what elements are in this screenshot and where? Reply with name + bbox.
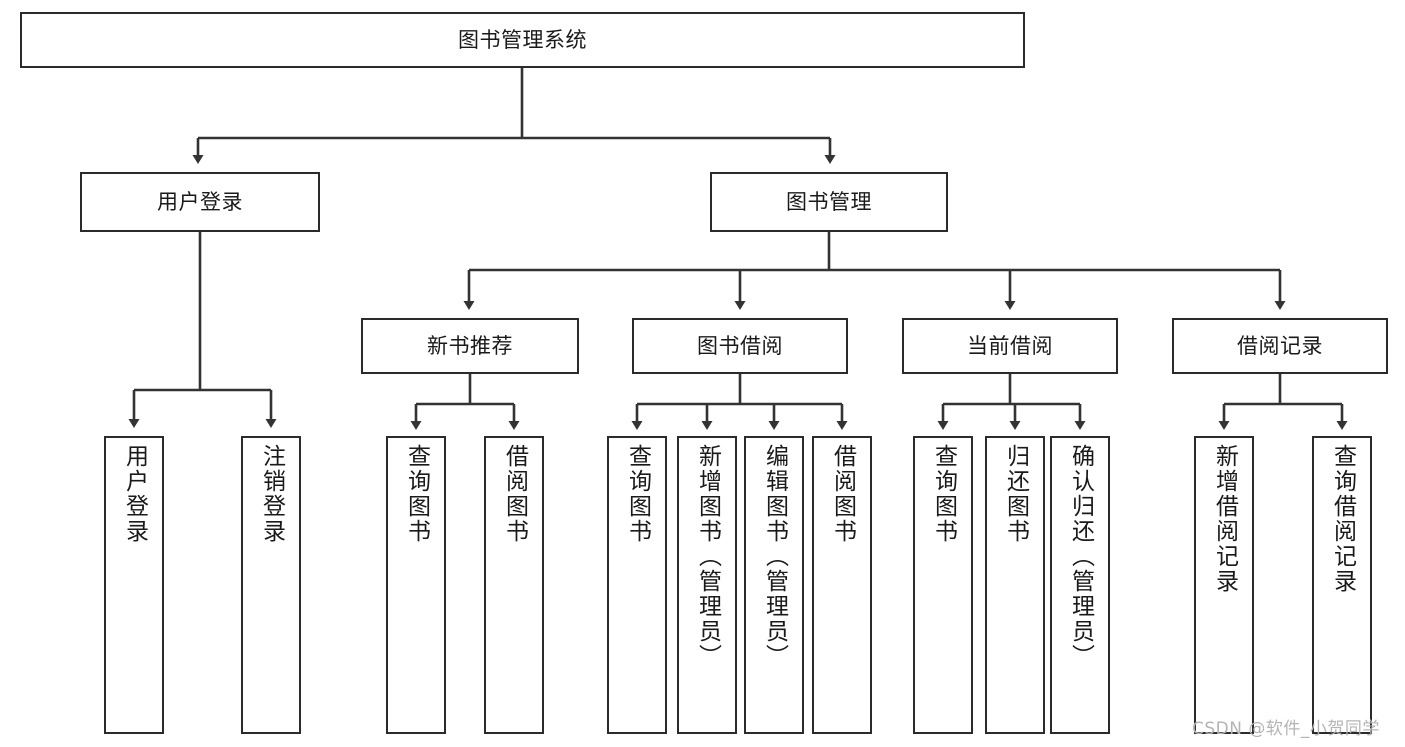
node-borrow-record-label: 借阅记录	[1237, 333, 1323, 358]
node-leaf-logout-login[interactable]: 注销登录	[241, 436, 301, 734]
node-leaf-add-book-label: 新增图书（管理员）	[694, 444, 721, 669]
node-book-manage[interactable]: 图书管理	[710, 172, 948, 232]
node-leaf-logout-login-label: 注销登录	[258, 444, 285, 544]
node-leaf-query-book-3[interactable]: 查询图书	[913, 436, 973, 734]
node-leaf-query-borrow-record[interactable]: 查询借阅记录	[1312, 436, 1372, 734]
node-leaf-confirm-return[interactable]: 确认归还（管理员）	[1050, 436, 1110, 734]
node-book-borrow-label: 图书借阅	[697, 333, 783, 358]
node-leaf-edit-book[interactable]: 编辑图书（管理员）	[744, 436, 804, 734]
connector-book-manage-to-level3	[463, 232, 1286, 310]
node-leaf-return-book-label: 归还图书	[1002, 444, 1029, 544]
node-leaf-query-book-3-label: 查询图书	[930, 444, 957, 544]
csdn-watermark: CSDN @软件_小贺同学	[1192, 719, 1380, 739]
connector-root-to-level2	[192, 68, 836, 164]
node-leaf-borrow-book-2[interactable]: 借阅图书	[812, 436, 872, 734]
node-root[interactable]: 图书管理系统	[20, 12, 1025, 68]
node-leaf-borrow-book-1-label: 借阅图书	[501, 444, 528, 544]
node-leaf-borrow-book-2-label: 借阅图书	[829, 444, 856, 544]
node-book-manage-label: 图书管理	[786, 189, 872, 214]
node-leaf-add-borrow-record[interactable]: 新增借阅记录	[1194, 436, 1254, 734]
node-new-book-recommend[interactable]: 新书推荐	[361, 318, 579, 374]
connector-new-book-recommend-to-leaves	[410, 374, 520, 430]
node-leaf-confirm-return-label: 确认归还（管理员）	[1067, 444, 1094, 669]
node-user-login[interactable]: 用户登录	[80, 172, 320, 232]
node-leaf-user-login-label: 用户登录	[121, 444, 148, 544]
node-leaf-query-book-1[interactable]: 查询图书	[386, 436, 446, 734]
node-leaf-query-book-2[interactable]: 查询图书	[607, 436, 667, 734]
node-leaf-add-borrow-record-label: 新增借阅记录	[1211, 444, 1238, 594]
node-current-borrow-label: 当前借阅	[967, 333, 1053, 358]
node-leaf-borrow-book-1[interactable]: 借阅图书	[484, 436, 544, 734]
node-book-borrow[interactable]: 图书借阅	[632, 318, 848, 374]
node-leaf-query-borrow-record-label: 查询借阅记录	[1329, 444, 1356, 594]
connector-book-borrow-to-leaves	[631, 374, 848, 430]
node-leaf-query-book-2-label: 查询图书	[624, 444, 651, 544]
connector-user-login-to-leaves	[128, 232, 277, 428]
connector-borrow-record-to-leaves	[1218, 374, 1348, 430]
node-leaf-query-book-1-label: 查询图书	[403, 444, 430, 544]
node-leaf-user-login[interactable]: 用户登录	[104, 436, 164, 734]
node-user-login-label: 用户登录	[157, 189, 243, 214]
node-leaf-edit-book-label: 编辑图书（管理员）	[761, 444, 788, 669]
node-current-borrow[interactable]: 当前借阅	[902, 318, 1118, 374]
node-leaf-add-book[interactable]: 新增图书（管理员）	[677, 436, 737, 734]
connector-current-borrow-to-leaves	[937, 374, 1086, 430]
node-new-book-recommend-label: 新书推荐	[427, 333, 513, 358]
node-borrow-record[interactable]: 借阅记录	[1172, 318, 1388, 374]
node-root-label: 图书管理系统	[458, 27, 587, 52]
node-leaf-return-book[interactable]: 归还图书	[985, 436, 1045, 734]
